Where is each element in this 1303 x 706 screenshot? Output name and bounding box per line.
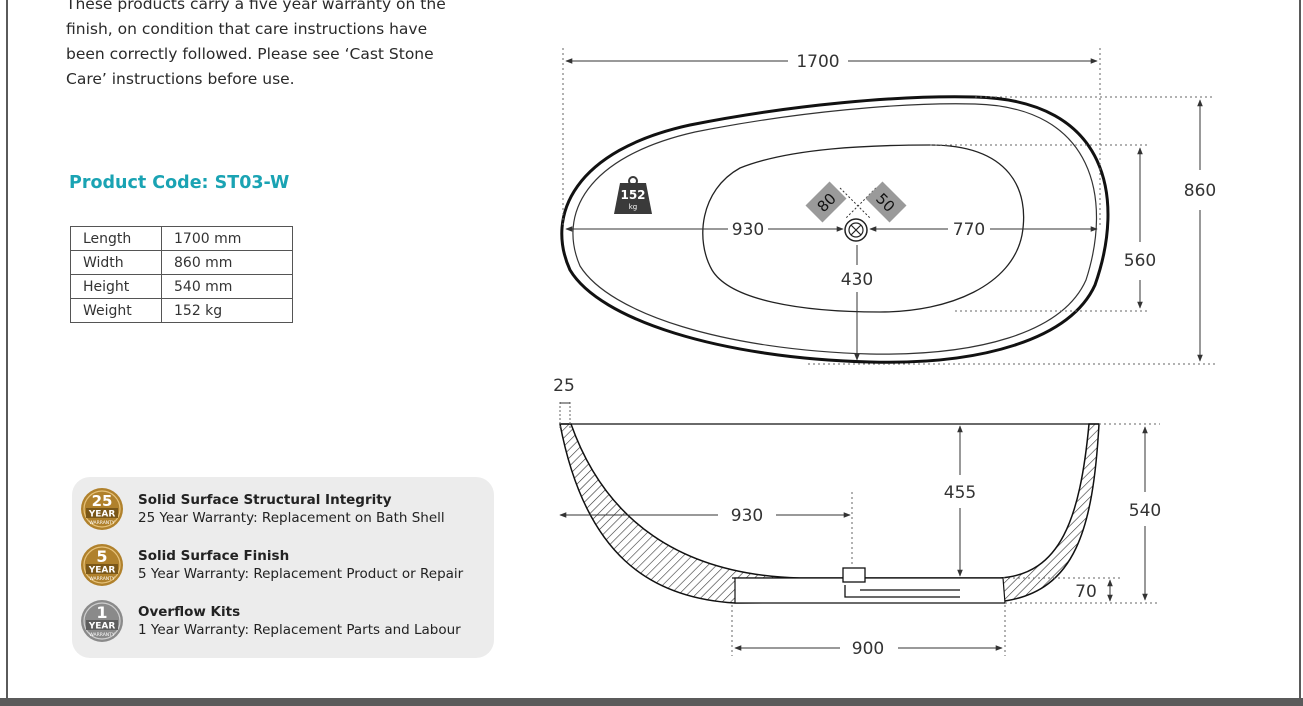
side-rim-label: 25 [553, 376, 575, 396]
page-border-right [1299, 0, 1301, 700]
warranty-item-5: 5 YEAR WARRANTY Solid Surface Finish 5 Y… [80, 543, 463, 587]
spec-label: Height [70, 274, 162, 299]
25-year-warranty-badge-icon: 25 YEAR WARRANTY [81, 488, 123, 530]
warranty-title: Solid Surface Finish [138, 548, 290, 564]
overflow-tag-left: 80 [805, 181, 847, 223]
spec-label: Weight [70, 298, 162, 323]
weight-icon: 152 kg [614, 176, 652, 214]
bath-outer-rim [560, 95, 1110, 364]
warranty-desc: 1 Year Warranty: Replacement Parts and L… [138, 622, 461, 638]
badge-years: 5 [96, 547, 107, 566]
warranty-item-1: 1 YEAR WARRANTY Overflow Kits 1 Year War… [80, 599, 461, 643]
warranty-panel: 25 YEAR WARRANTY Solid Surface Structura… [72, 477, 494, 658]
badge-word: YEAR [88, 510, 116, 520]
page-border-left [6, 0, 8, 700]
5-year-warranty-badge-icon: 5 YEAR WARRANTY [81, 544, 123, 586]
badge-small: WARRANTY [89, 632, 115, 638]
weight-icon-unit: kg [629, 203, 638, 211]
overflow-tag-right: 50 [865, 181, 907, 223]
waste-icon [844, 218, 868, 242]
bath-shell-section [559, 423, 1100, 604]
waste-fitting-icon [842, 567, 960, 598]
side-view: 25 930 455 540 70 900 [553, 376, 1161, 659]
bath-basin-outline [702, 144, 1025, 313]
intro-line: These products carry a five year warrant… [66, 0, 446, 13]
intro-line: Care’ instructions before use. [66, 70, 295, 88]
side-depth-label: 455 [944, 483, 976, 503]
product-code: Product Code: ST03-W [69, 173, 290, 193]
side-height-label: 540 [1129, 501, 1161, 521]
badge-years: 1 [96, 603, 107, 622]
intro-line: finish, on condition that care instructi… [66, 20, 428, 38]
warranty-desc: 25 Year Warranty: Replacement on Bath Sh… [138, 510, 445, 526]
top-waste-offset-label: 430 [841, 270, 873, 290]
weight-icon-value: 152 [620, 188, 645, 202]
top-left-to-waste-label: 930 [732, 220, 764, 240]
warranty-item-25: 25 YEAR WARRANTY Solid Surface Structura… [80, 487, 445, 531]
top-length-label: 1700 [796, 52, 839, 72]
spec-label: Width [70, 250, 162, 275]
top-right-of-waste-label: 770 [953, 220, 985, 240]
top-width-label: 860 [1184, 181, 1216, 201]
spec-value: 860 mm [161, 250, 293, 275]
side-base-width-label: 900 [852, 639, 884, 659]
badge-small: WARRANTY [89, 520, 115, 526]
1-year-warranty-badge-icon: 1 YEAR WARRANTY [81, 600, 123, 642]
side-waste-from-edge-label: 930 [731, 506, 763, 526]
top-inner-width-label: 560 [1124, 251, 1156, 271]
warranty-title: Overflow Kits [138, 604, 241, 620]
badge-years: 25 [92, 492, 113, 510]
footer-bar [0, 698, 1303, 706]
top-view: 1700 860 560 930 770 430 [560, 48, 1216, 365]
side-plinth-height-label: 70 [1075, 582, 1097, 602]
spec-value: 540 mm [161, 274, 293, 299]
warranty-title: Solid Surface Structural Integrity [138, 492, 392, 508]
warranty-intro-text: These products carry a five year warrant… [66, 0, 456, 92]
warranty-desc: 5 Year Warranty: Replacement Product or … [138, 566, 464, 582]
bath-inner-rim [572, 103, 1098, 355]
spec-value: 152 kg [161, 298, 293, 323]
badge-small: WARRANTY [89, 576, 115, 582]
badge-word: YEAR [88, 622, 116, 632]
intro-line: been correctly followed. Please see ‘Cas… [66, 45, 434, 63]
badge-word: YEAR [88, 566, 116, 576]
